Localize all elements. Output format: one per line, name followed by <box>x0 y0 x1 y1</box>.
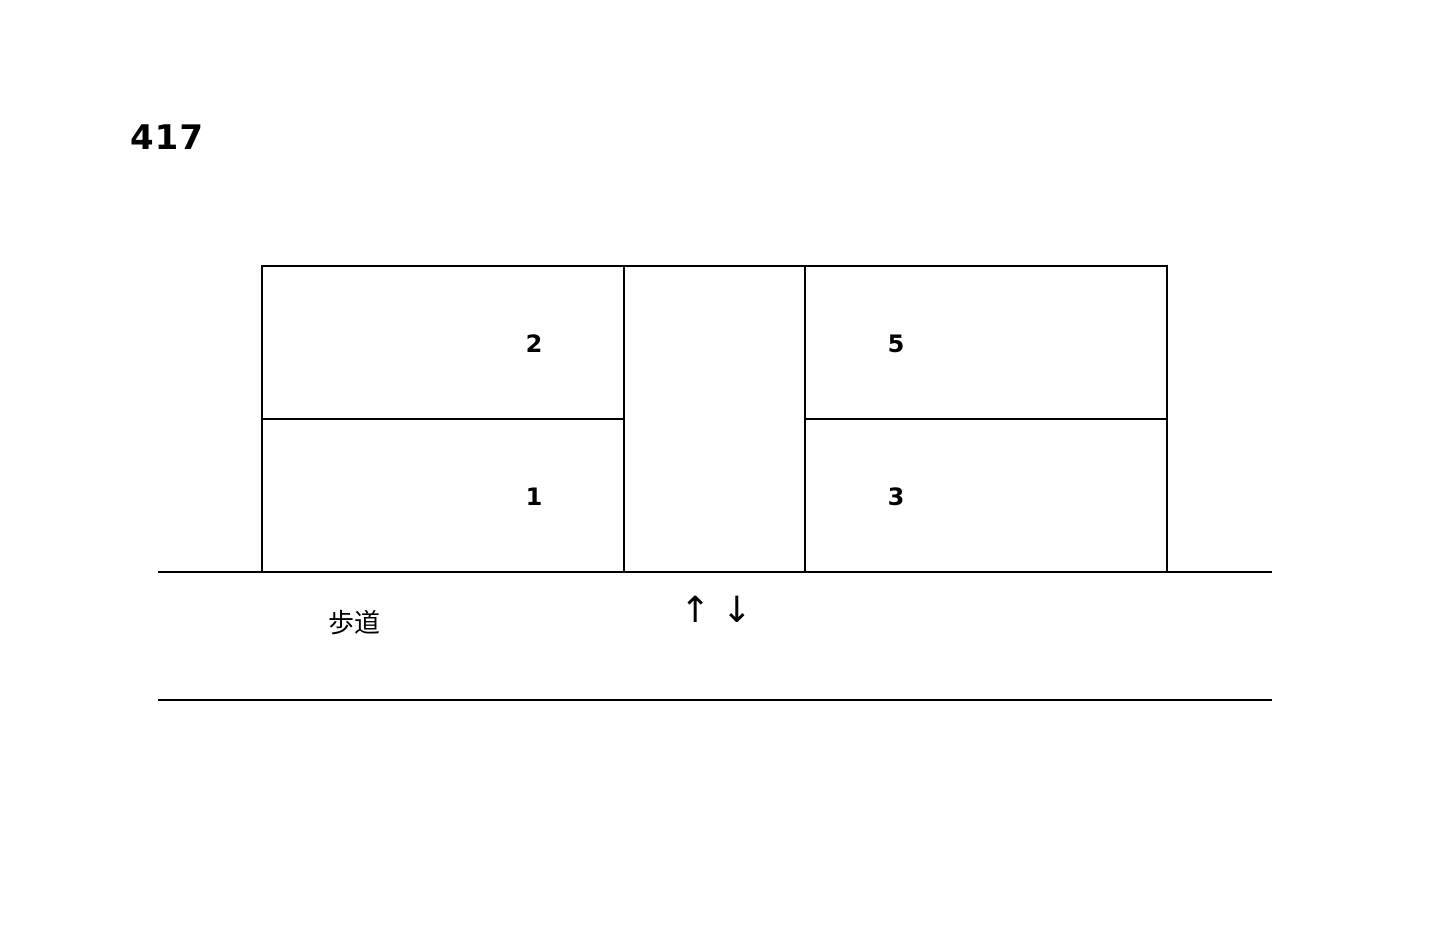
sidewalk-label: 歩道 <box>328 609 380 639</box>
parking-outline <box>158 265 1272 701</box>
space-3-label: 3 <box>888 483 905 511</box>
space-2-box <box>261 265 625 420</box>
space-2-label: 2 <box>526 330 543 358</box>
space-1-label: 1 <box>526 483 543 511</box>
entrance-arrows: ↑ ↓ <box>680 590 752 631</box>
lot-number: 417 <box>130 118 204 158</box>
space-1-box <box>261 418 625 573</box>
space-5-label: 5 <box>888 330 905 358</box>
driveway <box>623 265 806 573</box>
space-3-box <box>804 418 1168 573</box>
space-5-box <box>804 265 1168 420</box>
